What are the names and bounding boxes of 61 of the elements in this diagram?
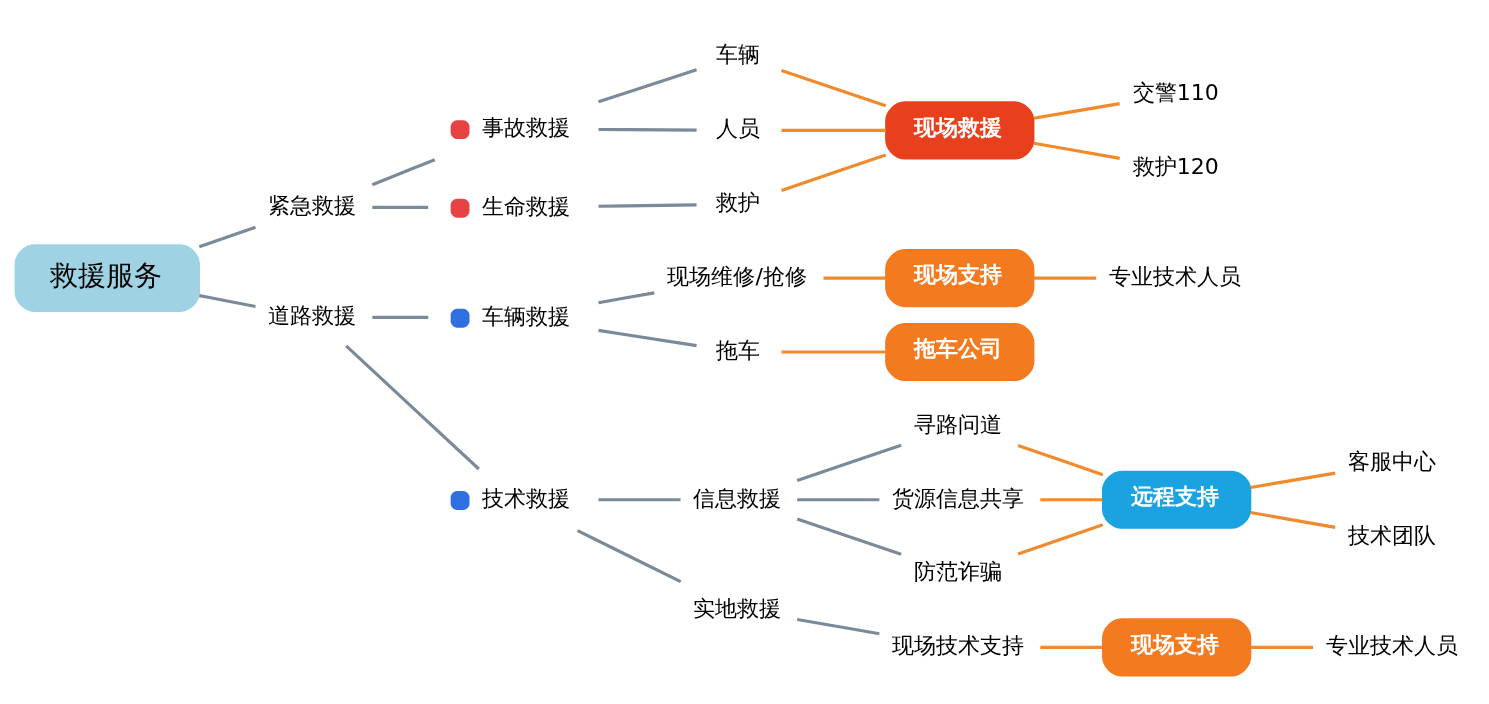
connector xyxy=(1033,276,1097,280)
node-text: 客服中心 xyxy=(1347,449,1436,475)
node-label: 车辆救援 xyxy=(482,304,571,330)
node-text: 专业技术人员 xyxy=(1325,633,1458,659)
node-text: 技术团队 xyxy=(1347,523,1436,549)
connector xyxy=(1017,523,1104,556)
node-text: 救护 xyxy=(716,190,761,216)
connector xyxy=(371,158,436,187)
connector xyxy=(1040,498,1103,502)
connector xyxy=(1250,510,1336,529)
node-text: 现场技术支持 xyxy=(892,633,1025,659)
connector xyxy=(598,127,697,132)
node-text: 人员 xyxy=(716,116,761,142)
connector xyxy=(1250,471,1336,489)
connector xyxy=(797,498,880,502)
node-text: 救护120 xyxy=(1132,153,1219,179)
node-label: 事故救援 xyxy=(482,115,571,141)
connector xyxy=(1250,645,1314,649)
node-text: 实地救援 xyxy=(693,595,782,621)
connector xyxy=(796,443,902,482)
connector xyxy=(823,276,886,280)
connector xyxy=(198,225,256,249)
connector xyxy=(781,128,886,132)
node-text: 现场维修/抢修 xyxy=(667,263,807,289)
node-label: 生命救援 xyxy=(482,194,571,220)
connector xyxy=(598,68,698,104)
node-text: 车辆 xyxy=(716,42,761,68)
node-text: 道路救援 xyxy=(268,303,357,329)
connector xyxy=(345,344,480,471)
connector xyxy=(598,498,681,502)
connector xyxy=(199,294,256,308)
node-text: 防范诈骗 xyxy=(914,559,1003,585)
node-text: 寻路问道 xyxy=(914,411,1003,437)
connector xyxy=(781,153,887,192)
node-box: 救援服务 xyxy=(14,244,200,312)
connector xyxy=(1017,443,1104,477)
connector xyxy=(598,291,655,305)
node-text: 紧急救援 xyxy=(268,193,357,219)
node-box: 拖车公司 xyxy=(885,322,1035,382)
connector xyxy=(1040,645,1103,649)
node-text: 专业技术人员 xyxy=(1109,263,1242,289)
connector xyxy=(1033,102,1120,120)
node-box: 现场支持 xyxy=(1102,618,1252,677)
node-box: 远程支持 xyxy=(1102,470,1252,529)
node-box: 现场支持 xyxy=(885,249,1035,308)
node-text: 货源信息共享 xyxy=(892,485,1025,511)
connector xyxy=(598,203,697,208)
connector xyxy=(781,350,886,354)
connector xyxy=(796,617,880,636)
node-text: 拖车 xyxy=(716,337,761,363)
connector xyxy=(372,315,429,319)
connector xyxy=(796,517,902,556)
node-text: 信息救援 xyxy=(693,485,782,511)
node-label: 技术救援 xyxy=(482,486,571,512)
connector xyxy=(598,328,697,348)
connector xyxy=(372,205,429,209)
connector xyxy=(781,68,887,108)
connector xyxy=(576,529,682,584)
node-text: 交警110 xyxy=(1132,80,1219,106)
connector xyxy=(1033,141,1120,160)
node-box: 现场救援 xyxy=(885,101,1035,160)
